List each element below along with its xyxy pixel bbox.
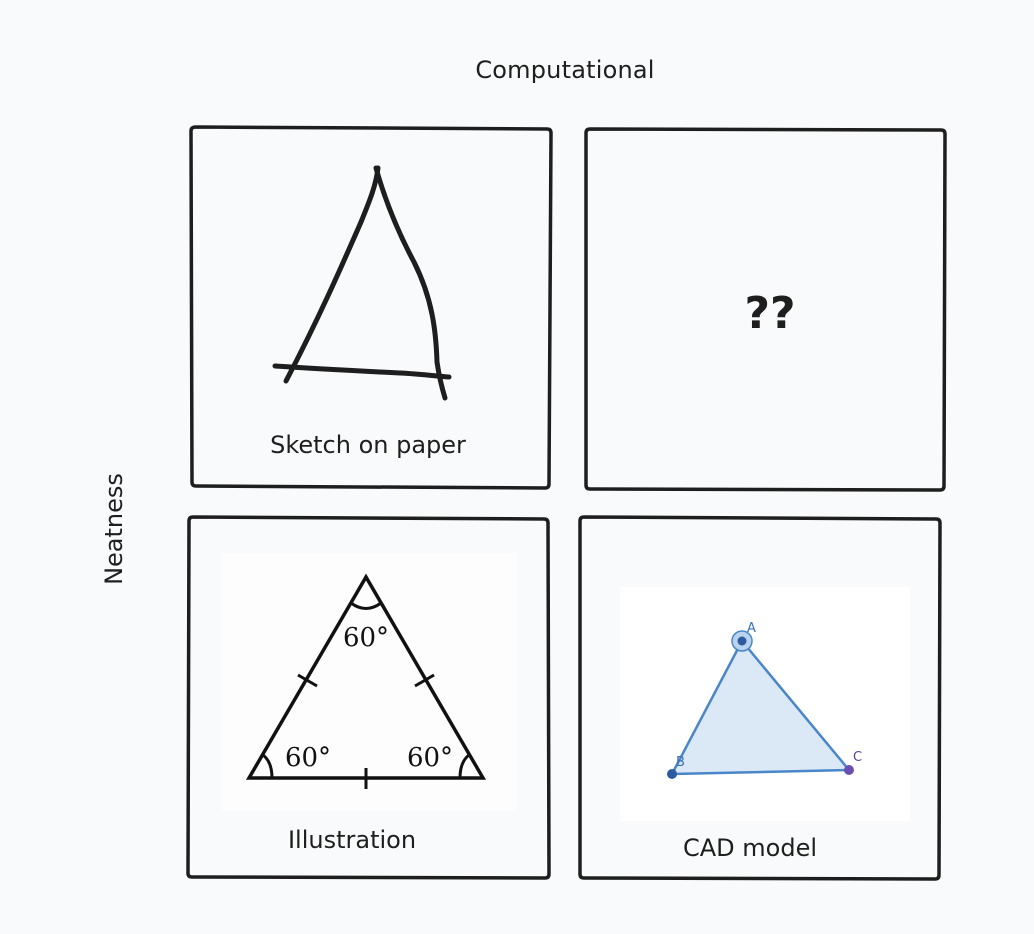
cad-point-c [844,765,854,775]
angle-arc-top [350,601,382,610]
quadrant-frame-top-right [584,127,947,492]
label-unknown-quadrant: ?? [744,288,796,339]
quadrant-frame-bottom-right [578,515,942,881]
cad-point-b [667,769,677,779]
cad-point-label-c: C [853,750,862,765]
cad-point-label-a: A [747,621,756,636]
angle-label-top: 60° [343,623,389,653]
cad-point-a [737,636,747,646]
label-illustration: Illustration [287,826,417,854]
angle-label-right: 60° [407,743,453,773]
tick-left-side [297,673,318,688]
sketch-triangle [272,165,452,401]
cad-triangle [670,639,851,776]
label-sketch-on-paper: Sketch on paper [270,431,466,459]
quadrant-frame-top-left [189,125,553,490]
axis-label-computational: Computational [475,56,655,84]
angle-label-left: 60° [285,743,331,773]
tick-right-side [414,673,435,688]
illustration-background [222,553,517,811]
angle-arc-right [458,753,470,779]
quadrant-frame-bottom-left [186,515,551,880]
label-cad-model: CAD model [682,834,817,862]
angle-arc-left [262,753,274,779]
illustration-triangle [245,573,487,789]
cad-point-label-b: B [676,755,685,770]
